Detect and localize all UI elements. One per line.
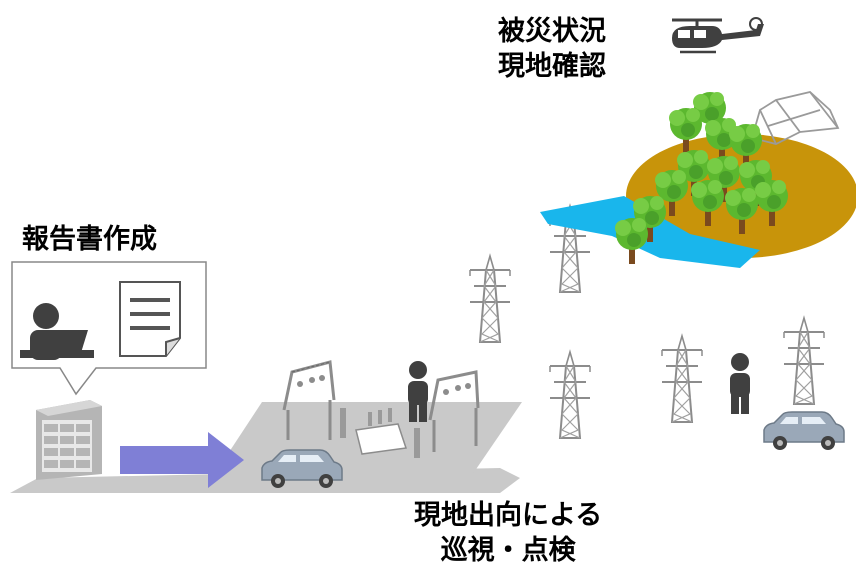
transmission-tower-icon [549, 351, 591, 439]
transmission-tower-icon [783, 317, 825, 405]
disaster-area [540, 91, 856, 268]
patrol-label-line2: 巡視・点検 [440, 535, 576, 566]
report-bubble [11, 261, 207, 396]
tree-icon [615, 218, 648, 264]
helicopter-icon [672, 17, 764, 54]
survey-label-line1: 被災状況 [498, 16, 606, 47]
report-label: 報告書作成 [22, 224, 157, 255]
office-worker-icon [20, 303, 94, 360]
document-icon [119, 281, 181, 357]
building-icon [36, 400, 102, 480]
survey-label-line2: 現地確認 [498, 51, 606, 82]
collapsed-tower-icon [750, 91, 840, 145]
transmission-tower-icon [661, 335, 703, 423]
worker-field-icon [730, 353, 750, 414]
survey-label: 被災状況 現地確認 [498, 14, 606, 84]
flow-arrow [120, 432, 244, 488]
substation-icon [282, 360, 480, 458]
patrol-label-line1: 現地出向による [414, 500, 603, 531]
patrol-label: 現地出向による 巡視・点検 [414, 498, 602, 568]
field-car-icon [763, 411, 845, 451]
transmission-tower-icon [469, 255, 511, 343]
